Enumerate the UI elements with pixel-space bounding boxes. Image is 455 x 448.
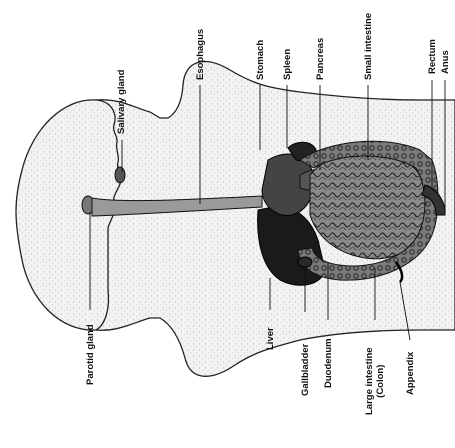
label-spleen: Spleen: [282, 49, 293, 80]
label-anus: Anus: [440, 50, 451, 74]
label-stomach: Stomach: [255, 40, 266, 80]
label-large-intestine-line1: Large intestine: [364, 347, 375, 415]
label-salivary-gland: Salivary gland: [116, 70, 127, 134]
salivary-gland-shape: [115, 167, 125, 183]
label-large-intestine-line2: (Colon): [375, 347, 386, 415]
label-duodenum: Duodenum: [323, 338, 334, 388]
label-liver: Liver: [265, 327, 276, 350]
label-small-intestine: Small intestine: [363, 13, 374, 80]
label-appendix: Appendix: [405, 352, 416, 395]
label-rectum: Rectum: [427, 39, 438, 74]
label-parotid-gland: Parotid gland: [85, 324, 96, 385]
label-pancreas: Pancreas: [315, 38, 326, 80]
gallbladder-shape: [298, 257, 312, 267]
label-gallbladder: Gallbladder: [300, 344, 311, 396]
label-large-intestine: Large intestine (Colon): [364, 347, 386, 415]
label-esophagus: Esophagus: [195, 29, 206, 80]
